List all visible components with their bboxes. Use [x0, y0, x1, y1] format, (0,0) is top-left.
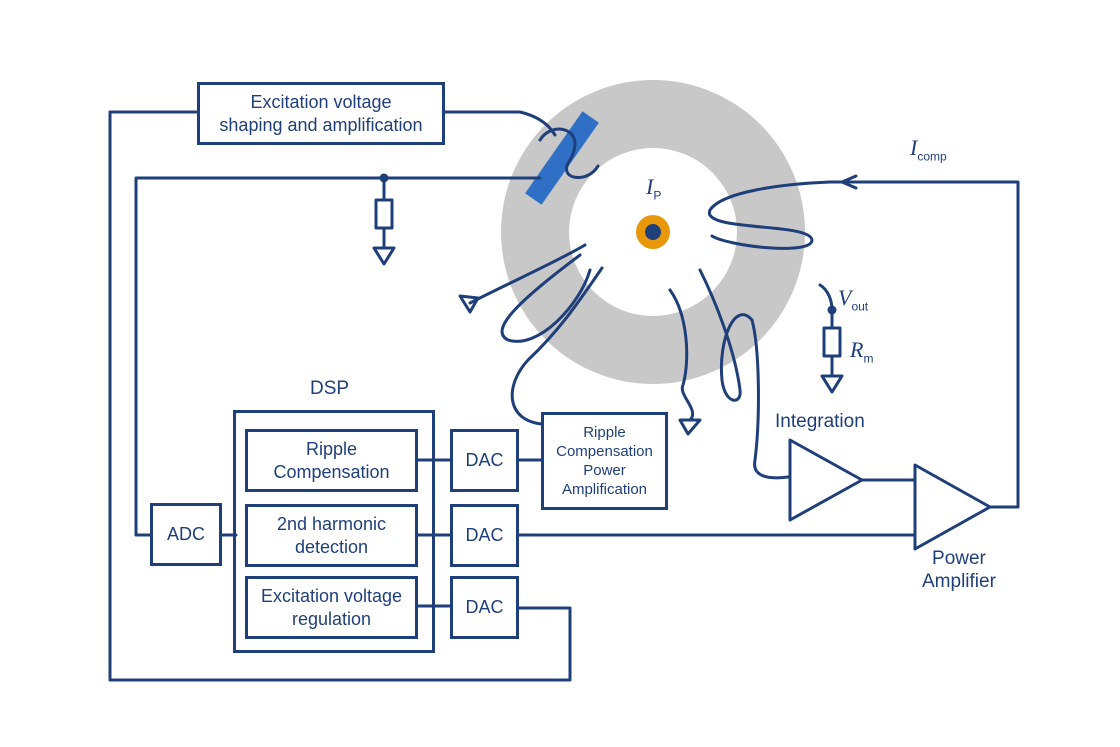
r-m-symbol: Rm	[850, 337, 874, 366]
ground-icon-1	[372, 246, 396, 266]
primary-conductor-core	[645, 224, 661, 240]
sensor-signal-wire	[134, 176, 542, 537]
vout-wire	[818, 283, 834, 378]
compensation-loop-wire	[828, 180, 1020, 509]
junction-dot-1	[379, 173, 389, 183]
excitation-shaping-block: Excitation voltage shaping and amplifica…	[197, 82, 445, 145]
ripple-compensation-block: Ripple Compensation	[245, 429, 418, 492]
excitation-shaping-line1: Excitation voltage	[250, 91, 392, 112]
measurement-resistor	[822, 326, 842, 358]
vout-junction-dot	[827, 305, 837, 315]
dac-block-1: DAC	[450, 429, 519, 492]
integrator-amplifier-icon	[788, 438, 864, 522]
ripple-power-amp-block: Ripple Compensation Power Amplification	[541, 412, 668, 510]
fluxgate-sensor	[525, 111, 599, 205]
excitation-to-sensor-wire	[440, 110, 557, 137]
icomp-arrow-icon	[840, 174, 858, 190]
ripple-winding-icon	[510, 266, 604, 426]
winding-bottom-right-icon	[698, 268, 790, 480]
dsp-label: DSP	[310, 378, 350, 399]
power-amplifier-icon	[913, 463, 992, 551]
winding-bottom-icon	[668, 288, 694, 422]
compensation-winding-icon	[708, 180, 832, 250]
sense-resistor	[374, 198, 394, 230]
dac-block-3: DAC	[450, 576, 519, 639]
second-harmonic-block: 2nd harmonic detection	[245, 504, 418, 567]
ground-icon-2	[458, 294, 480, 314]
adc-block: ADC	[150, 503, 222, 566]
integration-label: Integration	[775, 411, 865, 432]
sensor-coil-icon	[538, 127, 600, 179]
v-out-symbol: Vout	[838, 285, 869, 314]
ground-icon-4	[820, 374, 844, 394]
i-comp-symbol: Icomp	[910, 135, 947, 164]
dac-block-2: DAC	[450, 504, 519, 567]
excitation-loop-wire	[108, 110, 572, 682]
power-amplifier-label: Power Amplifier	[922, 548, 996, 592]
excitation-regulation-block: Excitation voltage regulation	[245, 576, 418, 639]
winding-left-icon	[468, 243, 592, 343]
i-p-symbol: IP	[646, 174, 662, 203]
excitation-shaping-line2: shaping and amplification	[219, 114, 423, 135]
ground-icon-3	[678, 418, 702, 436]
dsp-block	[233, 410, 435, 653]
